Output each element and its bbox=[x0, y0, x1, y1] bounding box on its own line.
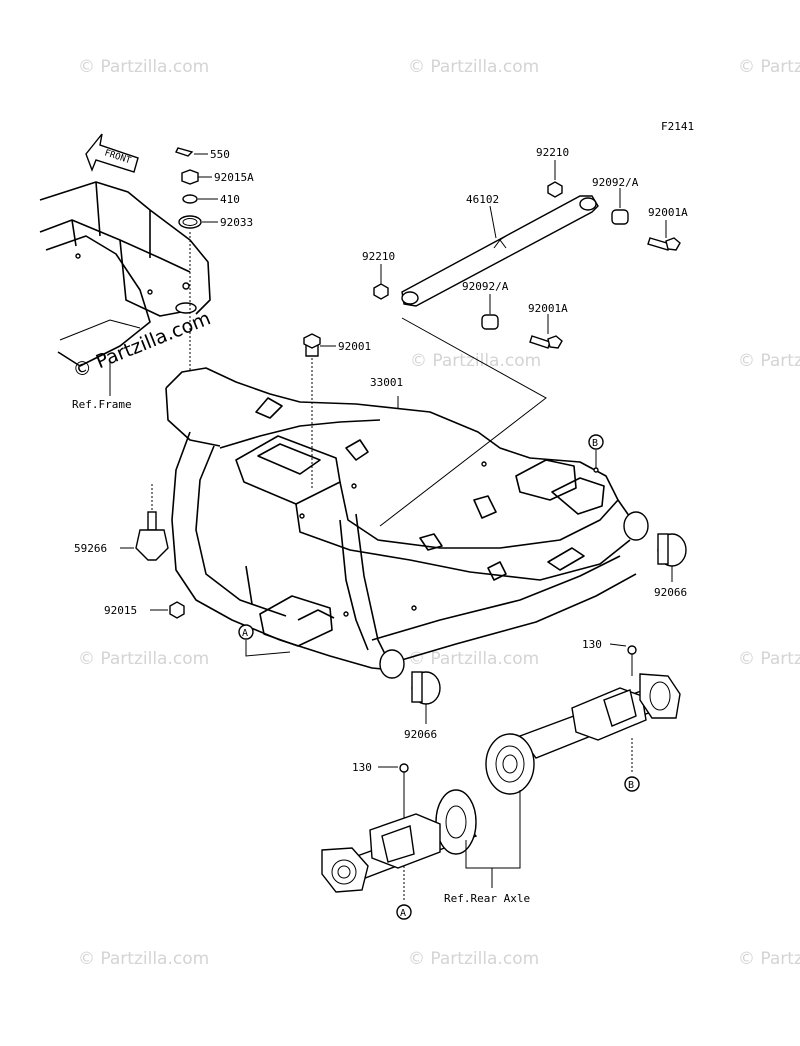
part-label-92066: 92066 bbox=[404, 728, 437, 741]
mount-59266 bbox=[120, 484, 169, 561]
bolt-92001 bbox=[303, 333, 336, 490]
main-frame-33001 bbox=[165, 367, 649, 679]
watermark: © Partzilla.com bbox=[78, 57, 209, 77]
watermark: © Partzilla.com bbox=[738, 949, 800, 969]
part-label-130: 130 bbox=[352, 761, 372, 774]
watermark: © Partzilla.com bbox=[408, 949, 539, 969]
part-label-92066: 92066 bbox=[654, 586, 687, 599]
ref-rear-axle-label: Ref.Rear Axle bbox=[444, 892, 530, 905]
part-label-59266: 59266 bbox=[74, 542, 107, 555]
hardware-leaders bbox=[189, 153, 218, 372]
watermark: © Partzilla.com bbox=[78, 649, 209, 669]
watermark: © Partzilla.com bbox=[738, 351, 800, 371]
link-hardware bbox=[373, 181, 681, 349]
cap-92066-right bbox=[657, 533, 687, 582]
part-label-92001: 92001 bbox=[338, 340, 371, 353]
ref-frame-drawing bbox=[39, 181, 211, 367]
link-leaders bbox=[379, 160, 667, 527]
watermark: © Partzilla.com bbox=[78, 949, 209, 969]
ref-frame-label: Ref.Frame bbox=[72, 398, 132, 411]
part-label-92092b: 92092/A bbox=[462, 280, 509, 293]
callout-a-frame: A bbox=[238, 624, 291, 657]
svg-text:B: B bbox=[628, 780, 634, 791]
nut-92015 bbox=[150, 601, 185, 619]
part-label-92210: 92210 bbox=[536, 146, 569, 159]
rear-axle-left bbox=[321, 763, 478, 900]
rear-axle-leader bbox=[465, 790, 521, 869]
svg-text:B: B bbox=[592, 438, 598, 449]
front-arrow: FRONT bbox=[85, 133, 139, 173]
part-label-33001: 33001 bbox=[370, 376, 403, 389]
watermark: © Partzilla.com bbox=[410, 351, 541, 371]
part-label-92001A: 92001A bbox=[528, 302, 568, 315]
rear-axle-right bbox=[485, 645, 681, 795]
part-label-92015A: 92015A bbox=[214, 171, 254, 184]
part-label-46102: 46102 bbox=[466, 193, 499, 206]
svg-text:A: A bbox=[242, 628, 248, 639]
svg-text:A: A bbox=[400, 908, 406, 919]
part-label-92001A: 92001A bbox=[648, 206, 688, 219]
watermark: © Partzilla.com bbox=[408, 57, 539, 77]
watermark: © Partzilla.com bbox=[738, 57, 800, 77]
hardware-stack bbox=[175, 147, 202, 229]
callout-b-axle: B bbox=[624, 776, 640, 792]
part-label-130: 130 bbox=[582, 638, 602, 651]
part-label-550: 550 bbox=[210, 148, 230, 161]
watermark-overlay: © Partzilla.com bbox=[70, 307, 214, 382]
watermark: © Partzilla.com bbox=[408, 649, 539, 669]
torque-link-46102 bbox=[401, 195, 599, 307]
cap-92066-left bbox=[411, 671, 441, 724]
watermark: © Partzilla.com bbox=[738, 649, 800, 669]
part-label-92092a: 92092/A bbox=[592, 176, 639, 189]
part-label-92033: 92033 bbox=[220, 216, 253, 229]
part-label-92210: 92210 bbox=[362, 250, 395, 263]
callout-a-axle: A bbox=[396, 904, 412, 920]
part-label-410: 410 bbox=[220, 193, 240, 206]
callout-b-frame: B bbox=[588, 434, 604, 468]
part-label-92015: 92015 bbox=[104, 604, 137, 617]
figure-code: F2141 bbox=[661, 120, 694, 133]
